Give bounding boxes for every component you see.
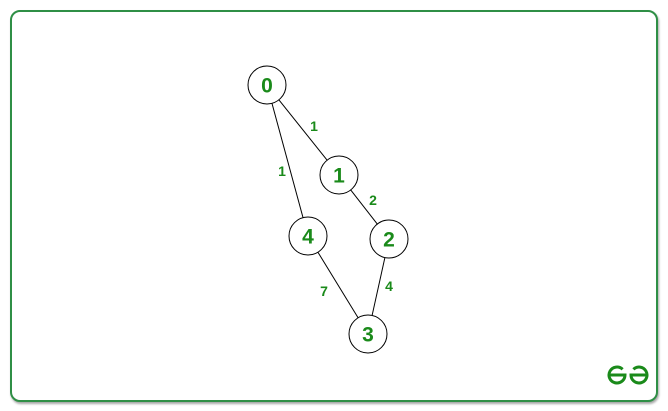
edge-2-3	[371, 257, 386, 316]
node-circle-4	[288, 216, 328, 256]
node-circle-0	[247, 65, 287, 105]
edge-0-1	[278, 99, 328, 161]
node-label-0: 0	[261, 75, 273, 98]
nodes-layer: 0 1 2 3 4	[247, 65, 409, 354]
node-circle-1	[319, 155, 359, 195]
node-label-3: 3	[362, 324, 374, 347]
node-4: 4	[288, 216, 328, 256]
node-label-4: 4	[302, 226, 314, 249]
node-circle-2	[369, 219, 409, 259]
edges-layer	[271, 99, 386, 319]
edge-weight-0-4: 1	[278, 163, 286, 179]
edge-4-3	[317, 251, 359, 319]
node-3: 3	[348, 314, 388, 354]
edge-1-2	[350, 189, 378, 225]
node-circle-3	[348, 314, 388, 354]
node-label-1: 1	[333, 165, 345, 188]
node-label-2: 2	[383, 229, 395, 252]
diagram-frame	[10, 10, 658, 402]
edge-weight-2-3: 4	[385, 278, 393, 294]
edge-weight-1-2: 2	[369, 192, 377, 208]
edge-weights-layer: 1 1 2 4 7	[278, 118, 393, 299]
node-1: 1	[319, 155, 359, 195]
edge-0-4	[271, 103, 304, 218]
edge-weight-4-3: 7	[320, 283, 328, 299]
edge-weight-0-1: 1	[310, 118, 318, 134]
node-0: 0	[247, 65, 287, 105]
gfg-logo-icon	[607, 365, 649, 385]
node-2: 2	[369, 219, 409, 259]
